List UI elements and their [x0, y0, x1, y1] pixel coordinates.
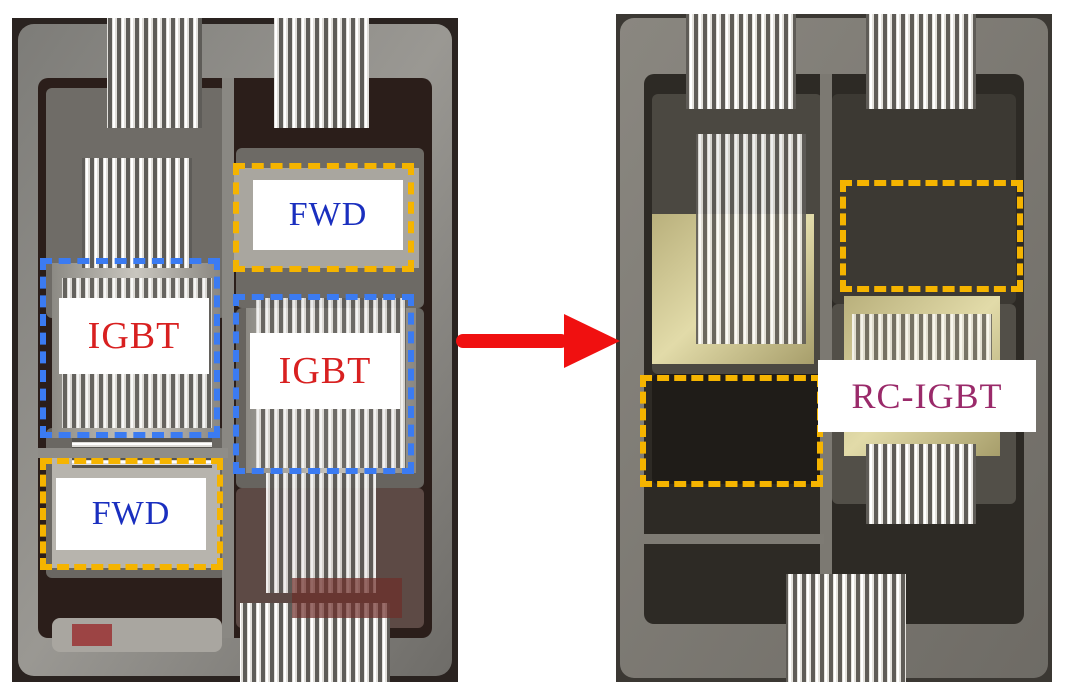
empty-site-bottom-outline — [640, 375, 823, 487]
fwd-top-outline — [233, 163, 414, 272]
rc-igbt-text: RC-IGBT — [851, 376, 1003, 416]
fwd-bottom-label: FWD — [56, 478, 206, 550]
transition-arrow — [456, 314, 620, 368]
igbt-left-outline — [40, 258, 220, 438]
rc-igbt-label: RC-IGBT — [818, 360, 1036, 432]
empty-site-top-outline — [840, 180, 1023, 292]
igbt-right-label: IGBT — [250, 333, 400, 409]
fwd-top-label: FWD — [253, 180, 403, 250]
igbt-left-label: IGBT — [59, 298, 209, 374]
igbt-right-outline — [233, 294, 414, 474]
right-module-photo — [616, 14, 1052, 682]
igbt-left-text: IGBT — [87, 315, 181, 357]
igbt-right-text: IGBT — [278, 350, 372, 392]
right-module-image — [616, 14, 1052, 682]
fwd-top-text: FWD — [288, 196, 368, 233]
fwd-bottom-text: FWD — [91, 495, 171, 532]
fwd-bottom-outline — [40, 458, 223, 570]
